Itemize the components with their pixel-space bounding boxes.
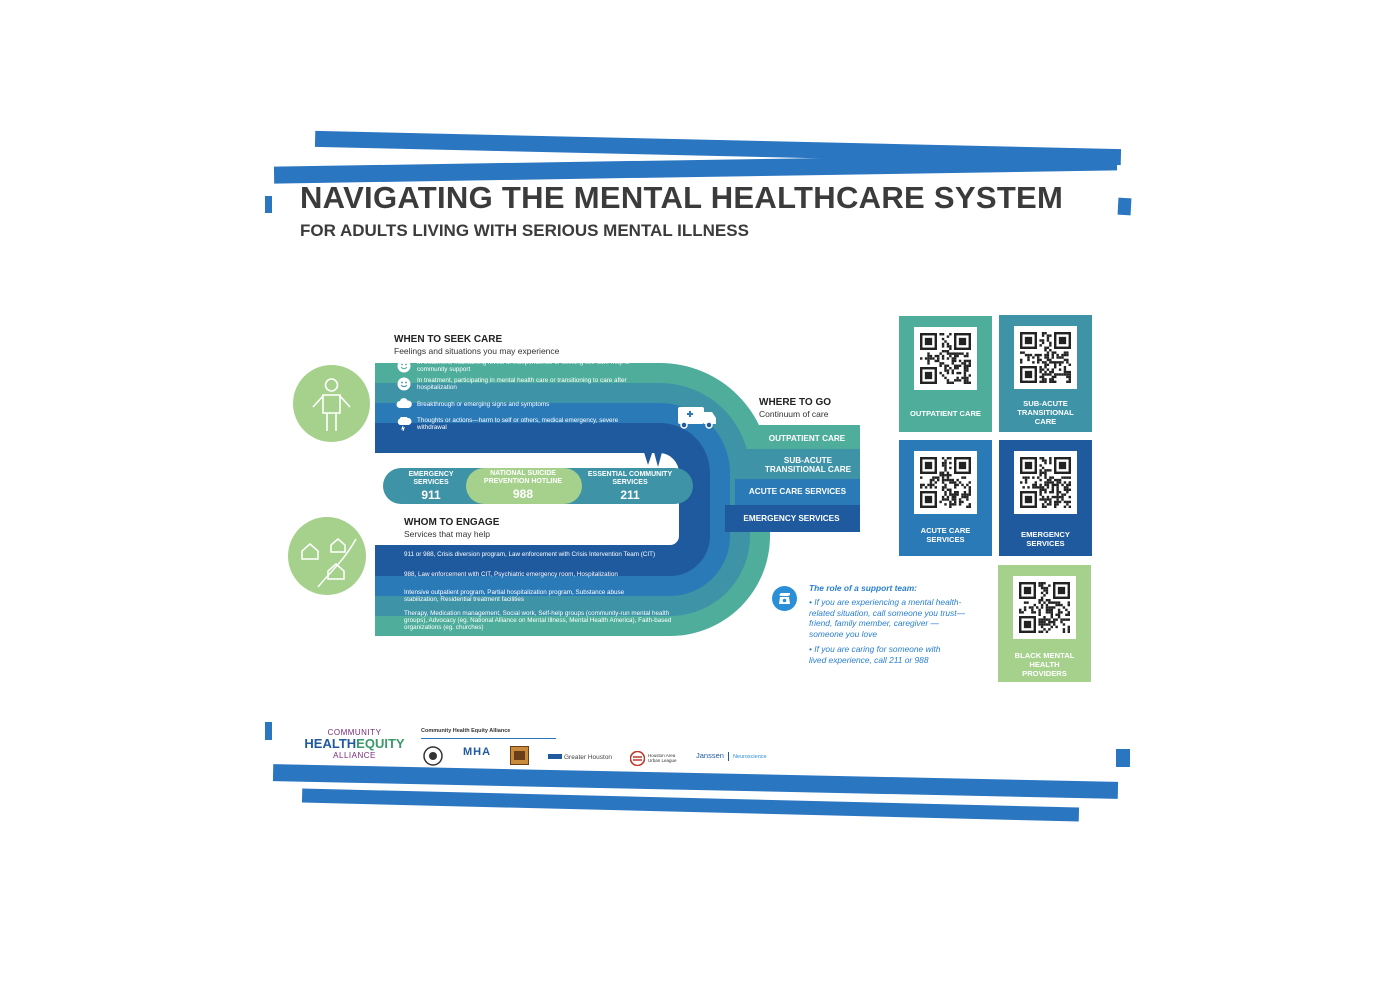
seek-band-4: Thoughts or actions—harm to self or othe…: [417, 417, 619, 432]
smiley-icon: [397, 359, 411, 373]
greater-houston-text: Greater Houston: [564, 754, 613, 761]
bullet-dot: •: [809, 597, 815, 607]
funnel-tip-2: [648, 430, 668, 467]
hotline-suicide-number: 988: [512, 487, 534, 501]
storm-cloud-icon: [397, 417, 412, 431]
hotline-community-number: 211: [620, 488, 640, 502]
cheq-logo-top: COMMUNITY: [327, 728, 382, 737]
seek-band-3: Breakthrough or emerging signs and sympt…: [417, 401, 550, 408]
qr-label-emergency: EMERGENCY SERVICES: [1021, 530, 1070, 548]
cheq-logo: COMMUNITY HEALTHEQUITY ALLIANCE: [302, 728, 407, 760]
whom-to-engage-title: WHOM TO ENGAGE: [404, 517, 500, 528]
support-bullet-1-text: If you are experiencing a mental health-…: [809, 597, 965, 639]
continuum-acute: ACUTE CARE SERVICES: [748, 487, 847, 496]
where-to-go-title: WHERE TO GO: [759, 397, 832, 408]
qr-code[interactable]: [1014, 326, 1077, 389]
cheq-logo-health: HEALTH: [304, 736, 357, 751]
partners-label: Community Health Equity Alliance: [421, 728, 511, 734]
engage-band-1: 911 or 988, Crisis diversion program, La…: [404, 551, 656, 558]
left-tick-bottom: [265, 722, 272, 740]
qr-code[interactable]: [1013, 576, 1076, 639]
continuum-emergency-bar: [725, 505, 860, 532]
hotline-pill-988: [466, 468, 582, 504]
qr-tile-outpatient[interactable]: OUTPATIENT CARE: [899, 316, 992, 432]
partner-mha-text: MHA: [462, 746, 492, 758]
qr-tile-acute[interactable]: ACUTE CARE SERVICES: [899, 440, 992, 556]
smiley-icon-2: [397, 377, 411, 391]
qr-tile-subacute[interactable]: SUB-ACUTE TRANSITIONAL CARE: [999, 315, 1092, 432]
qr-code[interactable]: [914, 451, 977, 514]
qr-label-outpatient: OUTPATIENT CARE: [909, 409, 981, 418]
hotline-suicide-label: NATIONAL SUICIDE PREVENTION HOTLINE: [483, 470, 563, 485]
hotline-emergency-number: 911: [421, 488, 441, 502]
qr-tile-emergency[interactable]: EMERGENCY SERVICES: [999, 440, 1092, 556]
continuum-subacute-bar: [745, 449, 860, 479]
janssen-text: Janssen: [696, 751, 724, 760]
hotline-community-label: ESSENTIAL COMMUNITY SERVICES: [587, 471, 673, 486]
continuum-outpatient: OUTPATIENT CARE: [768, 434, 846, 443]
seek-band-2: In treatment, participating in mental he…: [417, 377, 627, 392]
right-tick-bottom: [1116, 749, 1130, 767]
right-tick-top: [1117, 197, 1132, 216]
support-bullet-2-text: If you are caring for someone with lived…: [809, 644, 941, 665]
partner-greater-houston: Greater Houston: [548, 754, 612, 761]
qr-label-black-mh: BLACK MENTAL HEALTH PROVIDERS: [1014, 651, 1075, 678]
qr-tile-black-mh[interactable]: BLACK MENTAL HEALTH PROVIDERS: [998, 565, 1091, 682]
cheq-logo-equity: EQUITY: [356, 736, 405, 751]
cheq-logo-mid: HEALTHEQUITY: [302, 737, 407, 751]
continuum-acute-bar: [735, 479, 860, 505]
where-to-go-subtitle: Continuum of care: [759, 409, 829, 419]
support-bullet-1: • If you are experiencing a mental healt…: [809, 597, 969, 639]
care-flow-diagram: [375, 363, 860, 636]
qr-code[interactable]: [914, 327, 977, 390]
janssen-mark: [727, 751, 729, 761]
when-to-seek-title: WHEN TO SEEK CARE: [394, 334, 503, 345]
seal-logo: [423, 746, 443, 766]
ambulance-icon: [678, 407, 716, 429]
urban-league-logo: [630, 751, 645, 766]
band-emergency: [375, 423, 710, 576]
neuroscience-text: Neuroscience: [732, 754, 767, 760]
qr-code[interactable]: [1014, 451, 1077, 514]
seek-band-1: In treatment, maintaining levels of inde…: [417, 359, 631, 374]
engage-band-4: Therapy, Medication management, Social w…: [404, 610, 672, 632]
support-team-title: The role of a support team:: [809, 583, 917, 593]
cheq-logo-bottom: ALLIANCE: [333, 751, 376, 760]
houses-icon-circle: [288, 517, 366, 595]
phone-icon: [772, 586, 797, 611]
bullet-dot: •: [809, 644, 815, 654]
left-tick-top: [265, 196, 272, 213]
hotline-emergency-label: EMERGENCY SERVICES: [408, 471, 454, 486]
whom-to-engage-subtitle: Services that may help: [404, 529, 490, 539]
qr-label-acute: ACUTE CARE SERVICES: [920, 526, 971, 544]
continuum-outpatient-bar: [750, 425, 860, 449]
cloud-icon: [396, 398, 412, 408]
partner-mha: MHA: [459, 746, 495, 758]
partner-logo-box: [510, 746, 529, 765]
support-bullet-2: • If you are caring for someone with liv…: [809, 644, 959, 665]
partner-urban-league: Houston Area Urban League: [648, 753, 677, 763]
houses-icon: [301, 538, 357, 588]
continuum-emergency: EMERGENCY SERVICES: [743, 514, 840, 523]
page-subtitle: FOR ADULTS LIVING WITH SERIOUS MENTAL IL…: [300, 221, 749, 240]
person-icon-circle: [293, 365, 370, 442]
when-to-seek-subtitle: Feelings and situations you may experien…: [394, 346, 560, 356]
page-title: NAVIGATING THE MENTAL HEALTHCARE SYSTEM: [300, 180, 1064, 215]
qr-label-subacute: SUB-ACUTE TRANSITIONAL CARE: [1017, 399, 1074, 426]
greater-houston-mark: [548, 754, 562, 759]
engage-band-2: 988, Law enforcement with CIT, Psychiatr…: [404, 571, 618, 578]
partner-janssen: Janssen Neuroscience: [696, 751, 767, 761]
engage-band-3: Intensive outpatient program, Partial ho…: [404, 589, 625, 604]
person-icon: [312, 378, 351, 431]
partners-divider: [421, 738, 556, 739]
continuum-subacute: SUB-ACUTE TRANSITIONAL CARE: [764, 456, 852, 474]
